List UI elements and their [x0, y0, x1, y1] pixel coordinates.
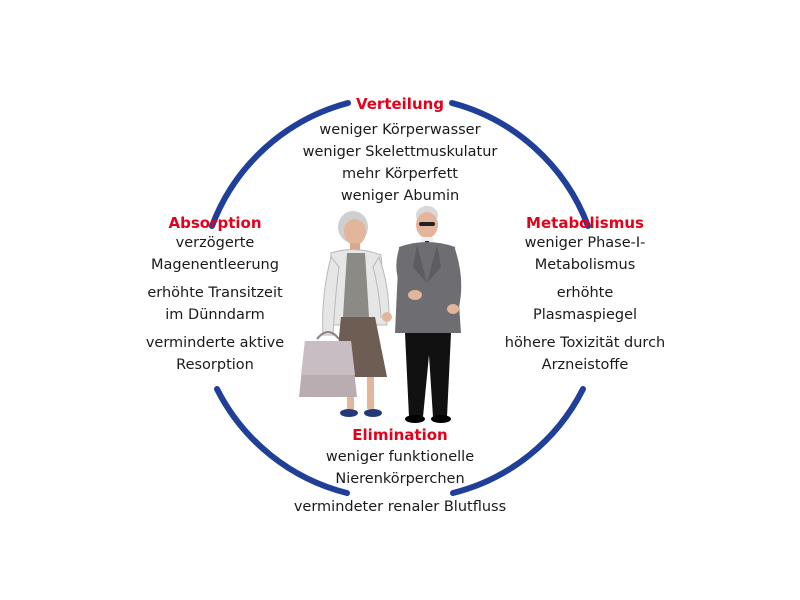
- elimination-line: weniger funktionelle: [325, 449, 475, 465]
- absorption-line: verzögerte: [175, 235, 255, 251]
- ring-arc-bottom-left: [214, 386, 350, 496]
- handbag: [299, 331, 357, 397]
- section-title-absorption: Absorption: [168, 214, 262, 232]
- section-title-elimination: Elimination: [352, 426, 448, 444]
- verteilung-line: weniger Skelettmuskulatur: [302, 144, 498, 160]
- verteilung-line: weniger Körperwasser: [319, 122, 481, 138]
- section-verteilung: Verteilung weniger Körperwasser weniger …: [250, 95, 550, 207]
- metabolismus-line: Arzneistoffe: [541, 357, 629, 373]
- absorption-line: Resorption: [176, 357, 254, 373]
- section-title-metabolismus: Metabolismus: [526, 214, 644, 232]
- verteilung-line: mehr Körperfett: [342, 166, 458, 182]
- absorption-line: erhöhte Transitzeit: [147, 285, 283, 301]
- man-figure: [395, 206, 462, 423]
- section-metabolismus: Metabolismus weniger Phase-I- Metabolism…: [495, 214, 675, 376]
- absorption-line: verminderte aktive: [145, 335, 285, 351]
- absorption-line: Magenentleerung: [151, 257, 279, 273]
- metabolismus-line: Plasmaspiegel: [532, 307, 638, 323]
- section-absorption: Absorption verzögerte Magenentleerung er…: [130, 214, 300, 376]
- elderly-couple-illustration: [299, 206, 462, 423]
- absorption-line: im Dünndarm: [165, 307, 265, 323]
- ring-arc-top-right: [449, 100, 591, 229]
- metabolismus-line: höhere Toxizität durch: [504, 335, 666, 351]
- section-title-verteilung: Verteilung: [355, 95, 445, 113]
- metabolismus-line: Metabolismus: [534, 257, 636, 273]
- ring-arc-bottom-right: [450, 386, 586, 496]
- section-elimination: Elimination weniger funktionelle Nierenk…: [250, 426, 550, 518]
- woman-figure: [322, 211, 392, 417]
- metabolismus-line: erhöhte: [556, 285, 614, 301]
- ring-arc-top-left: [209, 100, 351, 229]
- elimination-line: vermindeter renaler Blutfluss: [293, 499, 507, 515]
- metabolismus-line: weniger Phase-I-: [524, 235, 646, 251]
- elimination-line: Nierenkörperchen: [335, 471, 465, 487]
- verteilung-line: weniger Abumin: [340, 188, 460, 204]
